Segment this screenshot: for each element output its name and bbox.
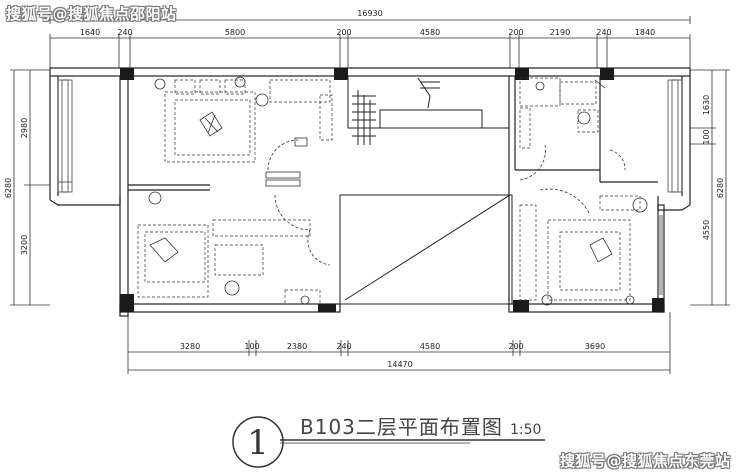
plan-scale: 1:50	[510, 422, 541, 438]
top-dimension-lines	[49, 16, 691, 68]
left-dim-2: 3200	[20, 235, 29, 255]
top-dim-5: 4580	[420, 28, 440, 37]
left-total-dimension: 6280	[4, 178, 13, 198]
bottom-total-dimension: 14470	[387, 360, 412, 369]
bedroom-bottom-left-details	[148, 191, 310, 305]
plan-number: 1	[247, 423, 269, 463]
top-total-dimension: 16930	[357, 9, 382, 18]
top-dim-6: 200	[508, 28, 523, 37]
top-dim-4: 200	[336, 28, 351, 37]
right-balcony	[667, 79, 683, 193]
top-dim-1: 1640	[80, 28, 100, 37]
bathroom-top-right	[519, 77, 599, 149]
structural-columns	[120, 68, 664, 312]
bottom-dim-7: 3690	[585, 342, 605, 351]
bottom-dim-1: 3280	[180, 342, 200, 351]
watermark-top: 搜狐号@搜狐焦点邵阳站	[6, 5, 177, 23]
left-balcony	[57, 79, 73, 193]
bottom-dim-5: 4580	[420, 342, 440, 351]
bottom-dim-3: 2380	[287, 342, 307, 351]
bedroom-bottom-left	[137, 219, 321, 305]
master-bedroom-top-left	[164, 79, 333, 163]
top-dim-3: 5800	[225, 28, 245, 37]
stair-void	[339, 75, 513, 305]
top-dim-7: 2190	[550, 28, 570, 37]
bottom-dim-2: 100	[244, 342, 259, 351]
top-dim-8: 240	[596, 28, 611, 37]
plan-title: B103二层平面布置图	[300, 415, 503, 439]
bottom-dim-6: 200	[508, 342, 523, 351]
left-dim-1: 2980	[20, 118, 29, 138]
right-windows	[659, 215, 663, 295]
bottom-dimension-lines	[127, 312, 671, 374]
top-dim-2: 240	[117, 28, 132, 37]
right-total-dimension: 6280	[716, 178, 725, 198]
bottom-dim-4: 240	[336, 342, 351, 351]
right-dim-3: 4550	[702, 220, 711, 240]
bedroom-bottom-right	[519, 195, 641, 301]
right-dim-1: 1630	[702, 95, 711, 115]
top-dim-9: 1840	[635, 28, 655, 37]
corridor-fixtures	[265, 137, 308, 187]
right-dim-2: 100	[702, 129, 711, 144]
watermark-bottom: 搜狐号@搜狐焦点东莞站	[560, 452, 731, 470]
title-block	[232, 416, 545, 468]
left-dimension-lines	[10, 69, 50, 306]
master-bedroom-bed-ornament	[154, 76, 269, 137]
bathroom-fixtures	[535, 79, 606, 125]
right-dimension-lines	[690, 69, 730, 306]
door-swings	[267, 139, 626, 266]
bedroom-bottom-right-details	[541, 197, 648, 306]
